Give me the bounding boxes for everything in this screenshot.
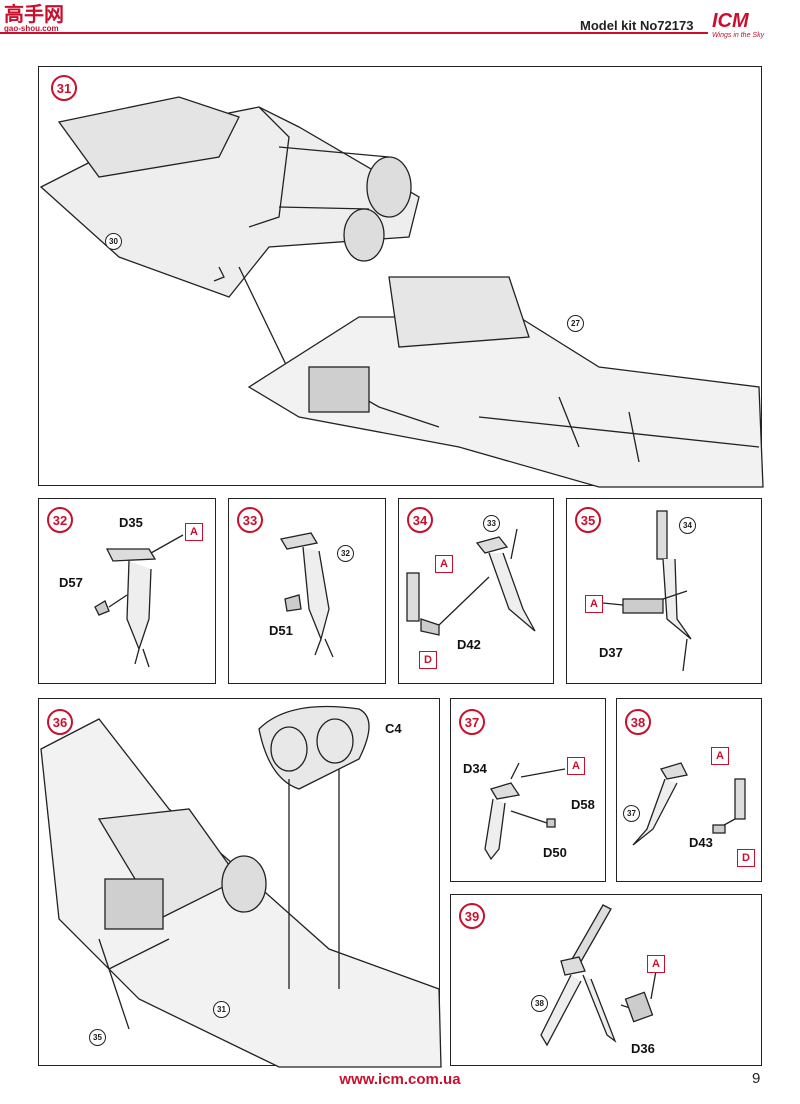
part-label: D37 [599, 645, 623, 660]
ref-step-badge: 31 [213, 1001, 230, 1018]
step-36-panel: 36 C4 31 35 [38, 698, 442, 1068]
step-32-panel: 32 D35 D57 A [38, 498, 216, 684]
sprue-label: A [647, 955, 665, 973]
page-number: 9 [752, 1070, 761, 1087]
step-number: 36 [47, 709, 73, 735]
step-number: 31 [51, 75, 77, 101]
ref-step-badge: 34 [679, 517, 696, 534]
part-label: D51 [269, 623, 293, 638]
sprue-label: A [435, 555, 453, 573]
ref-step-badge: 32 [337, 545, 354, 562]
step-37-drawing [484, 762, 566, 861]
sprue-label: D [737, 849, 755, 867]
header-rule [0, 32, 708, 34]
step-34-drawing [406, 528, 536, 636]
step-number: 33 [237, 507, 263, 533]
step-38-drawing [632, 762, 746, 846]
step-36-drawing [40, 705, 442, 1068]
step-38-panel: 38 37 D43 A D [616, 698, 762, 882]
sprue-label: A [711, 747, 729, 765]
part-label: C4 [385, 721, 402, 736]
brand-tagline: Wings in the Sky [712, 32, 765, 39]
ref-step-badge: 38 [531, 995, 548, 1012]
ref-step-badge: 37 [623, 805, 640, 822]
part-label: D50 [543, 845, 567, 860]
part-label: D35 [119, 515, 143, 530]
sprue-label: A [567, 757, 585, 775]
step-33-drawing [279, 532, 334, 658]
part-label: D43 [689, 835, 713, 850]
part-label: D57 [59, 575, 83, 590]
part-label: D36 [631, 1041, 655, 1056]
step-number: 38 [625, 709, 651, 735]
step-39-drawing [540, 904, 658, 1047]
site-logo: 高手网 gao-shou.com [4, 4, 76, 34]
step-31-panel: 31 30 27 [38, 66, 764, 488]
step-35-drawing [602, 510, 692, 672]
site-logo-text: 高手网 [4, 2, 64, 26]
part-label: D34 [463, 761, 487, 776]
step-37-panel: 37 D34 D58 D50 A [450, 698, 606, 882]
sprue-label: D [419, 651, 437, 669]
step-number: 39 [459, 903, 485, 929]
sprue-label: A [185, 523, 203, 541]
part-label: D42 [457, 637, 481, 652]
step-33-panel: 33 32 D51 [228, 498, 386, 684]
step-39-panel: 39 38 D36 A [450, 894, 762, 1066]
ref-step-badge: 30 [105, 233, 122, 250]
step-number: 37 [459, 709, 485, 735]
brand-logo: ICM Wings in the Sky [712, 10, 796, 44]
step-32-drawing [94, 534, 184, 668]
brand-name: ICM [712, 10, 749, 32]
model-kit-number: Model kit No72173 [580, 18, 694, 33]
sprue-label: A [585, 595, 603, 613]
step-number: 35 [575, 507, 601, 533]
step-31-drawing [39, 96, 764, 488]
step-35-panel: 35 34 D37 A [566, 498, 762, 684]
step-number: 32 [47, 507, 73, 533]
ref-step-badge: 27 [567, 315, 584, 332]
step-34-panel: 34 33 D42 A D [398, 498, 554, 684]
ref-step-badge: 33 [483, 515, 500, 532]
ref-step-badge: 35 [89, 1029, 106, 1046]
part-label: D58 [571, 797, 595, 812]
site-logo-url: gao-shou.com [4, 24, 59, 33]
footer-url[interactable]: www.icm.com.ua [339, 1071, 461, 1088]
step-number: 34 [407, 507, 433, 533]
